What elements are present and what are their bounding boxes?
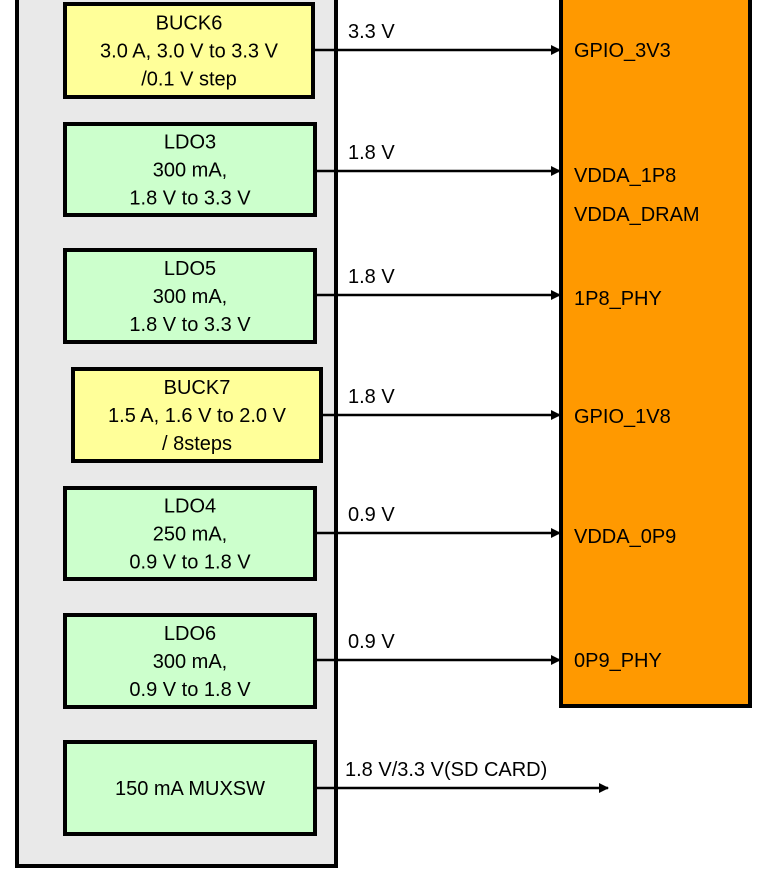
rail-label-1p8-phy: 1P8_PHY: [574, 288, 662, 310]
regulator-label-line: LDO4: [164, 496, 216, 518]
regulator-buck7: BUCK7 1.5 A, 1.6 V to 2.0 V / 8steps: [71, 367, 323, 463]
regulator-box-ldo5: [63, 248, 317, 344]
regulator-label-line: 3.0 A, 3.0 V to 3.3 V: [100, 41, 279, 63]
rail-label-vdda-dram: VDDA_DRAM: [574, 204, 700, 226]
voltage-label-ldo5: 1.8 V: [348, 266, 395, 288]
regulator-label-line: 250 mA,: [153, 524, 227, 546]
voltage-label-buck7: 1.8 V: [348, 386, 395, 408]
regulator-label-line: 1.8 V to 3.3 V: [129, 314, 251, 336]
soc-block: [559, 0, 752, 708]
regulator-label-line: LDO3: [164, 132, 216, 154]
regulator-label-line: BUCK7: [164, 377, 231, 399]
regulator-box-buck7: [71, 367, 323, 463]
regulator-ldo5: LDO5 300 mA, 1.8 V to 3.3 V: [63, 248, 317, 344]
regulator-label-line: 300 mA,: [153, 286, 227, 308]
regulator-box-buck6: [63, 2, 315, 99]
regulator-ldo3: LDO3 300 mA, 1.8 V to 3.3 V: [63, 122, 317, 217]
regulator-label-line: / 8steps: [162, 433, 232, 455]
voltage-label-ldo4: 0.9 V: [348, 504, 395, 526]
regulator-label-line: LDO5: [164, 258, 216, 280]
regulator-label-line: 0.9 V to 1.8 V: [129, 552, 251, 574]
regulator-label-line: 1.5 A, 1.6 V to 2.0 V: [108, 405, 287, 427]
rail-label-gpio-3v3: GPIO_3V3: [574, 40, 671, 62]
regulator-label-line: 0.9 V to 1.8 V: [129, 679, 251, 701]
rail-label-vdda-0p9: VDDA_0P9: [574, 526, 676, 548]
regulator-label-line: 300 mA,: [153, 160, 227, 182]
regulator-label-line: /0.1 V step: [141, 69, 237, 91]
regulator-muxsw: 150 mA MUXSW: [63, 740, 317, 836]
rail-label-vdda-1p8: VDDA_1P8: [574, 165, 676, 187]
voltage-label-ldo6: 0.9 V: [348, 631, 395, 653]
regulator-box-ldo3: [63, 122, 317, 217]
regulator-label-line: BUCK6: [156, 13, 223, 35]
voltage-label-muxsw: 1.8 V/3.3 V(SD CARD): [345, 759, 547, 781]
regulator-label-line: 300 mA,: [153, 651, 227, 673]
regulator-box-muxsw: [63, 740, 317, 836]
regulator-ldo6: LDO6 300 mA, 0.9 V to 1.8 V: [63, 613, 317, 709]
regulator-box-ldo4: [63, 486, 317, 581]
regulator-label-line: LDO6: [164, 623, 216, 645]
regulator-buck6: BUCK6 3.0 A, 3.0 V to 3.3 V/0.1 V step: [63, 2, 315, 99]
voltage-label-ldo3: 1.8 V: [348, 142, 395, 164]
regulator-box-ldo6: [63, 613, 317, 709]
regulator-label-line: 1.8 V to 3.3 V: [129, 188, 251, 210]
rail-label-gpio-1v8: GPIO_1V8: [574, 406, 671, 428]
regulator-ldo4: LDO4 250 mA, 0.9 V to 1.8 V: [63, 486, 317, 581]
voltage-label-buck6: 3.3 V: [348, 21, 395, 43]
rail-label-0p9-phy: 0P9_PHY: [574, 650, 662, 672]
regulator-label-line: 150 mA MUXSW: [115, 778, 265, 800]
